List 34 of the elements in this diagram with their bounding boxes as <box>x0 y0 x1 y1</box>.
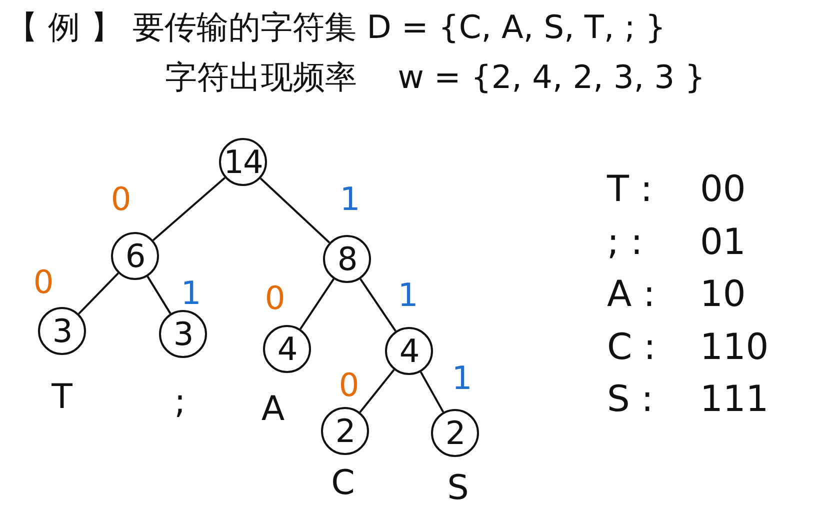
tree-node-circle: 14 <box>219 138 267 186</box>
tree-edge <box>420 371 444 413</box>
tree-node-circle: 8 <box>323 235 371 283</box>
tree-node-circle: 3 <box>159 310 207 358</box>
tree-edge <box>360 278 396 332</box>
tree-edge <box>260 178 330 244</box>
tree-node-circle: 6 <box>111 232 159 280</box>
code-value: 10 <box>700 277 746 313</box>
symbol-label: C : <box>607 330 656 366</box>
leaf-symbol-label: C <box>331 463 355 503</box>
symbol-label: T : <box>607 172 653 208</box>
tree-node-circle: 2 <box>431 409 479 457</box>
tree-edge <box>78 272 119 314</box>
symbol-label: ; : <box>607 224 643 260</box>
leaf-symbol-label: S <box>447 468 469 506</box>
code-value: 01 <box>700 224 746 260</box>
leaf-symbol-label: ; <box>174 382 186 422</box>
tree-edge <box>146 276 172 314</box>
symbol-label: A : <box>607 277 656 313</box>
code-value: 111 <box>700 382 769 418</box>
tree-node-circle: 4 <box>385 327 433 375</box>
tree-node-circle: 3 <box>38 307 86 355</box>
leaf-symbol-label: A <box>261 389 285 429</box>
frequency-line: 字符出现频率 w = {2, 4, 2, 3, 3 } <box>165 57 706 98</box>
leaf-symbol-label: T <box>52 377 72 417</box>
tree-edge <box>152 177 226 241</box>
tree-node-circle: 2 <box>321 407 369 455</box>
title: 【 例 】 要传输的字符集 D = {C, A, S, T, ; } <box>6 7 666 48</box>
code-value: 00 <box>700 172 746 208</box>
tree-node-circle: 4 <box>263 325 311 373</box>
code-value: 110 <box>700 330 769 366</box>
tree-edge <box>359 369 395 413</box>
symbol-label: S : <box>607 382 654 418</box>
tree-edge <box>299 278 335 330</box>
